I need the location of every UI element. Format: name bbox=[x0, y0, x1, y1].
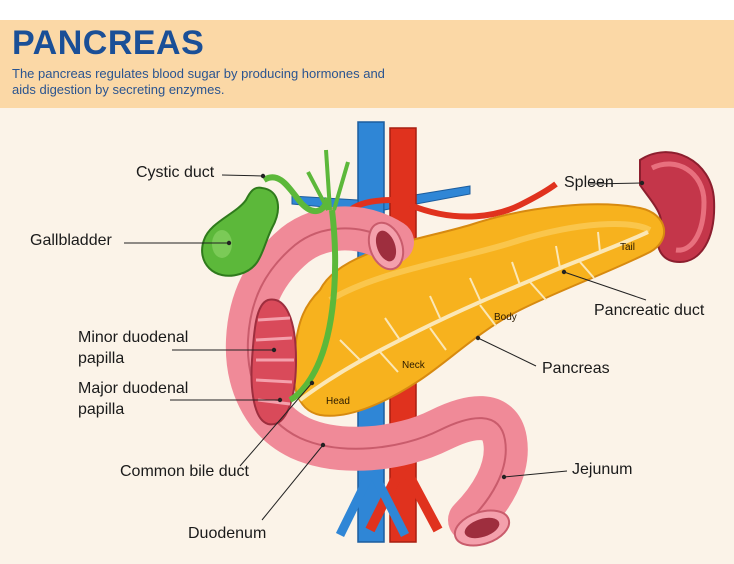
common-bile-duct-line bbox=[288, 209, 339, 403]
label-major-papilla-line1: Major duodenal bbox=[78, 380, 189, 397]
label-major-papilla-line2: papilla bbox=[78, 401, 125, 418]
duodenum-cutaway bbox=[250, 298, 298, 426]
region-head: Head bbox=[326, 396, 350, 407]
label-pancreas: Pancreas bbox=[542, 360, 610, 377]
region-tail: Tail bbox=[620, 242, 636, 253]
label-jejunum: Jejunum bbox=[572, 461, 633, 478]
pancreatic-duct-line bbox=[298, 230, 649, 402]
pancreas-texture bbox=[328, 221, 652, 303]
label-pancreatic-duct: Pancreatic duct bbox=[594, 302, 705, 319]
label-common-bile-duct: Common bile duct bbox=[120, 463, 249, 480]
region-neck: Neck bbox=[402, 360, 425, 371]
label-minor-papilla-line2: papilla bbox=[78, 350, 125, 367]
hepatic-ducts bbox=[306, 149, 350, 211]
page-title: PANCREAS bbox=[12, 24, 205, 62]
label-minor-papilla-line1: Minor duodenal bbox=[78, 329, 189, 346]
splenic-artery bbox=[408, 181, 558, 220]
header-banner bbox=[0, 20, 734, 108]
label-duodenum: Duodenum bbox=[188, 525, 267, 542]
page-subtitle: The pancreas regulates blood sugar by pr… bbox=[12, 66, 385, 97]
mesenteric-vein bbox=[335, 467, 410, 538]
leader-dots bbox=[226, 173, 645, 480]
spleen-inner bbox=[650, 161, 707, 253]
duodenum-outline bbox=[246, 227, 507, 521]
duct-branches bbox=[339, 231, 601, 373]
leader-lines bbox=[124, 174, 647, 521]
label-spleen: Spleen bbox=[564, 174, 614, 191]
cystic-duct-line bbox=[262, 174, 331, 215]
duodenum-folds bbox=[255, 316, 294, 406]
label-cystic-duct: Cystic duct bbox=[136, 164, 215, 181]
region-body: Body bbox=[494, 312, 517, 323]
label-gallbladder: Gallbladder bbox=[30, 232, 112, 249]
